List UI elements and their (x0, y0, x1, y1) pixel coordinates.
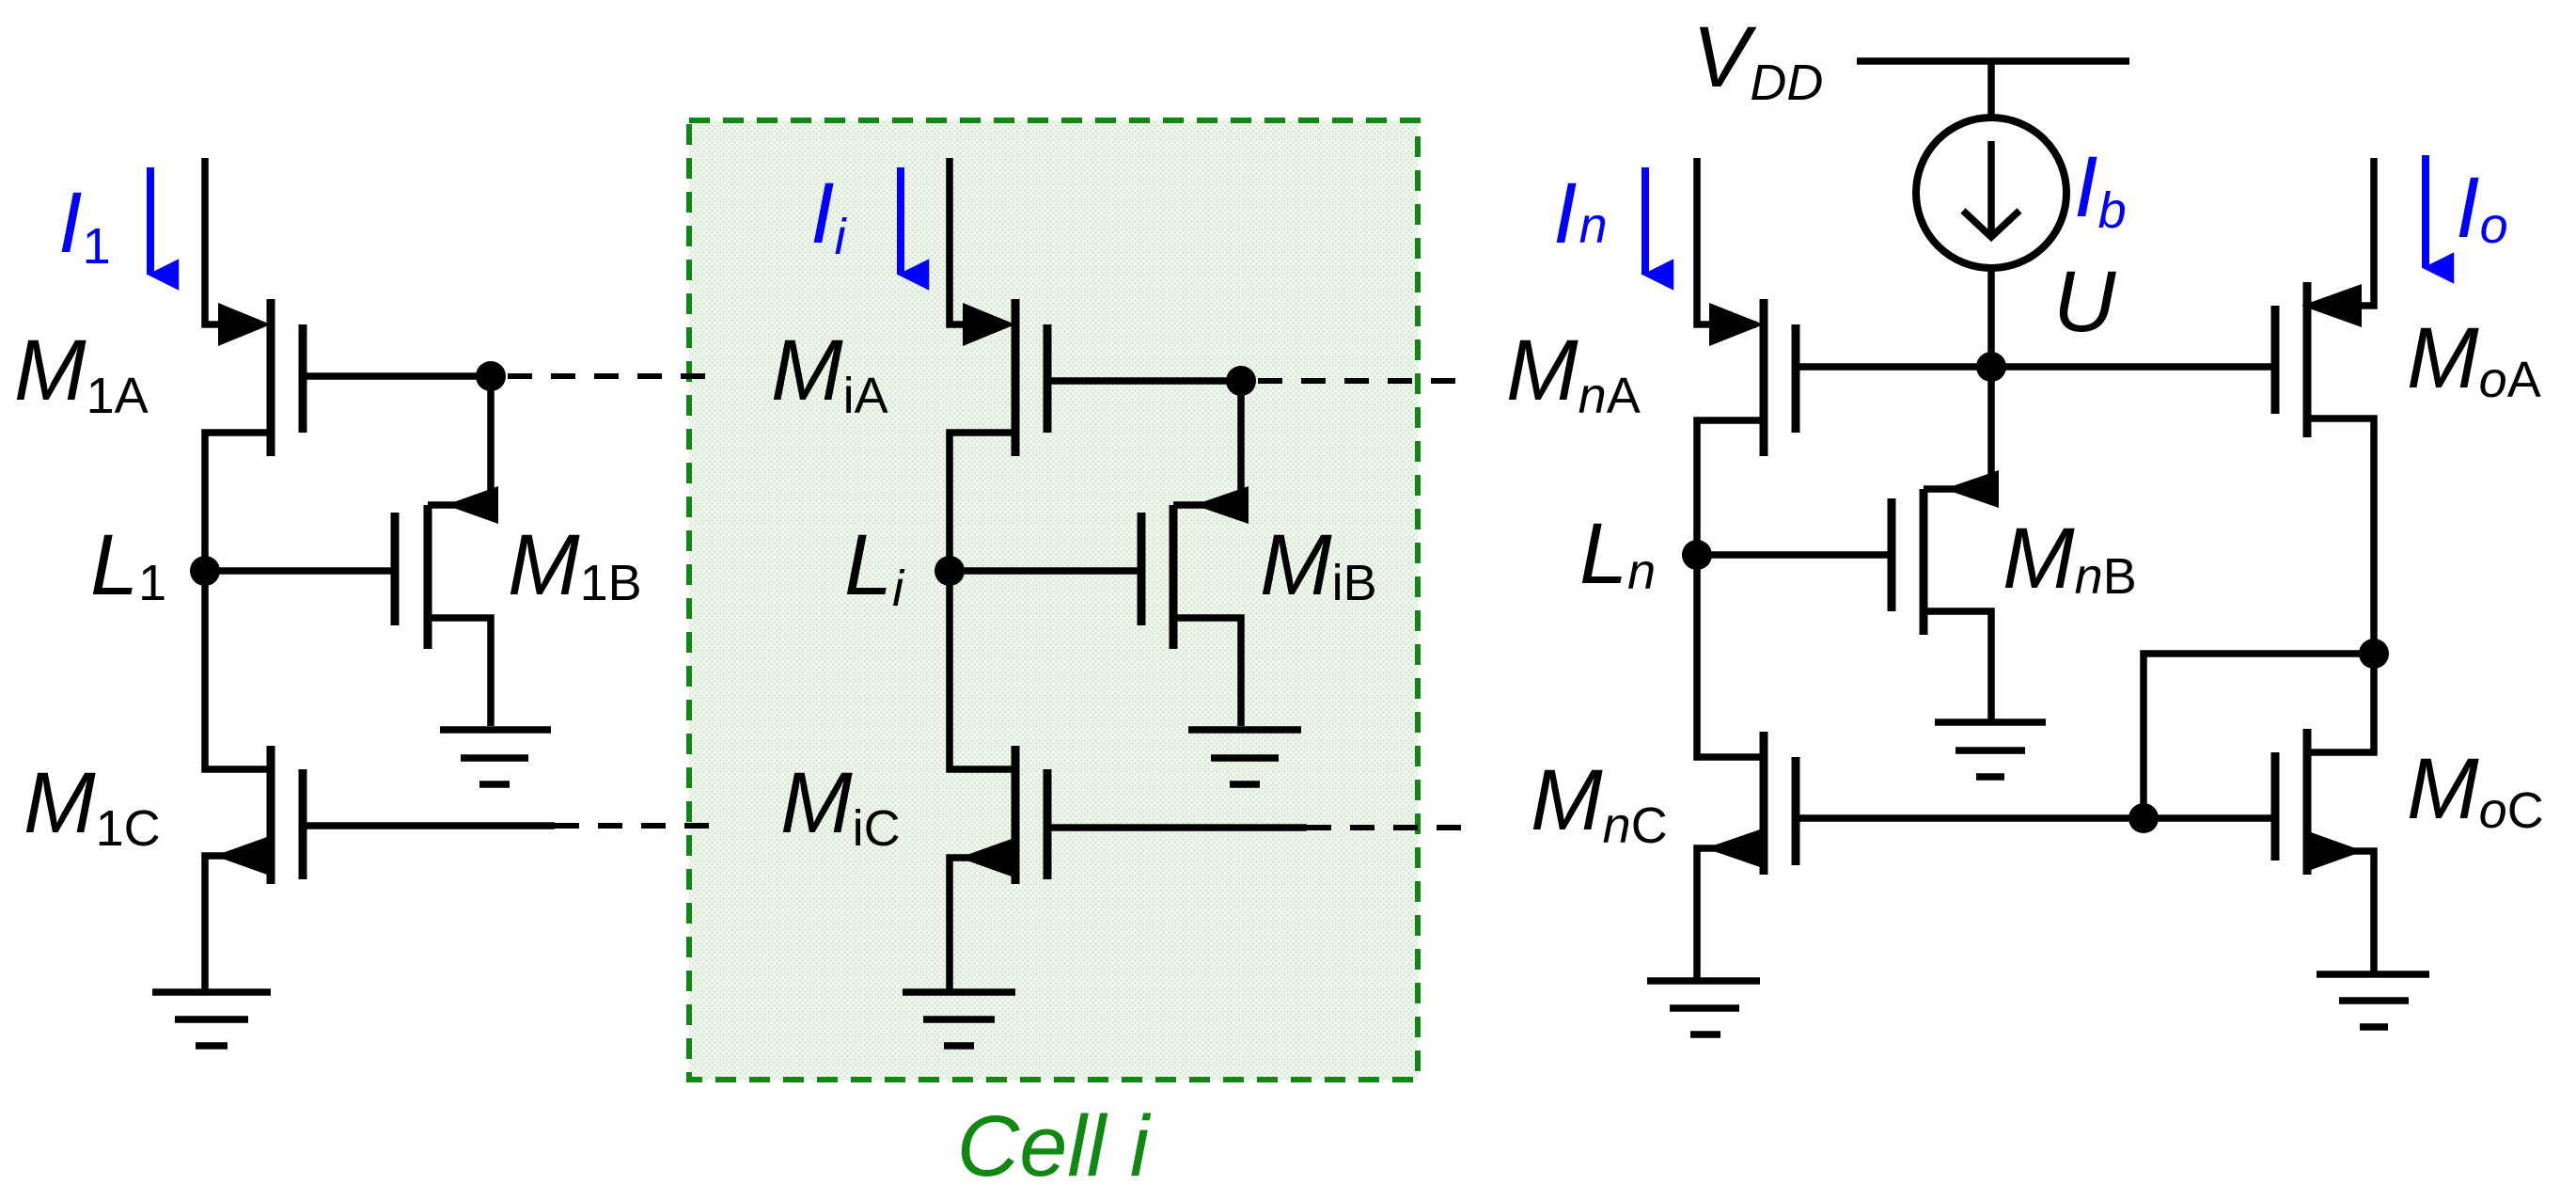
transistor-moa-label: MoA (2407, 310, 2541, 408)
transistor-mib-label: MiB (1260, 517, 1377, 613)
transistor-m1a-label: M1A (14, 323, 149, 424)
transistor-mic-label: MiC (780, 755, 901, 857)
transistor-mnc-label: MnC (1531, 752, 1668, 854)
transistor-mia-label: MiA (771, 323, 888, 424)
transistor-mna-label: MnA (1506, 323, 1641, 424)
node-l1-label: L1 (90, 517, 166, 613)
transistor-mnb-label: MnB (2003, 511, 2137, 607)
transistor-m1b-label: M1B (508, 517, 642, 613)
current-ib-label: Ib (2074, 139, 2127, 239)
current-in-label: In (1553, 166, 1608, 261)
cell-i-box (686, 118, 1421, 1082)
current-ii-label: Ii (810, 166, 848, 265)
stage-1 (147, 158, 715, 1050)
current-i1-label: I1 (58, 175, 111, 275)
stage-i (897, 158, 1469, 1050)
stage-n-and-output (1641, 57, 2455, 1038)
vdd-label: VDD (1692, 9, 1823, 111)
transistor-m1c-label: M1C (24, 755, 161, 857)
node-u-label: U (2053, 254, 2116, 350)
node-ln-label: Ln (1579, 506, 1656, 602)
current-io-label: Io (2456, 160, 2508, 256)
node-li-label: Li (844, 517, 905, 617)
transistor-moc-label: MoC (2407, 741, 2544, 839)
cell-i-caption: Cell i (957, 1098, 1152, 1194)
